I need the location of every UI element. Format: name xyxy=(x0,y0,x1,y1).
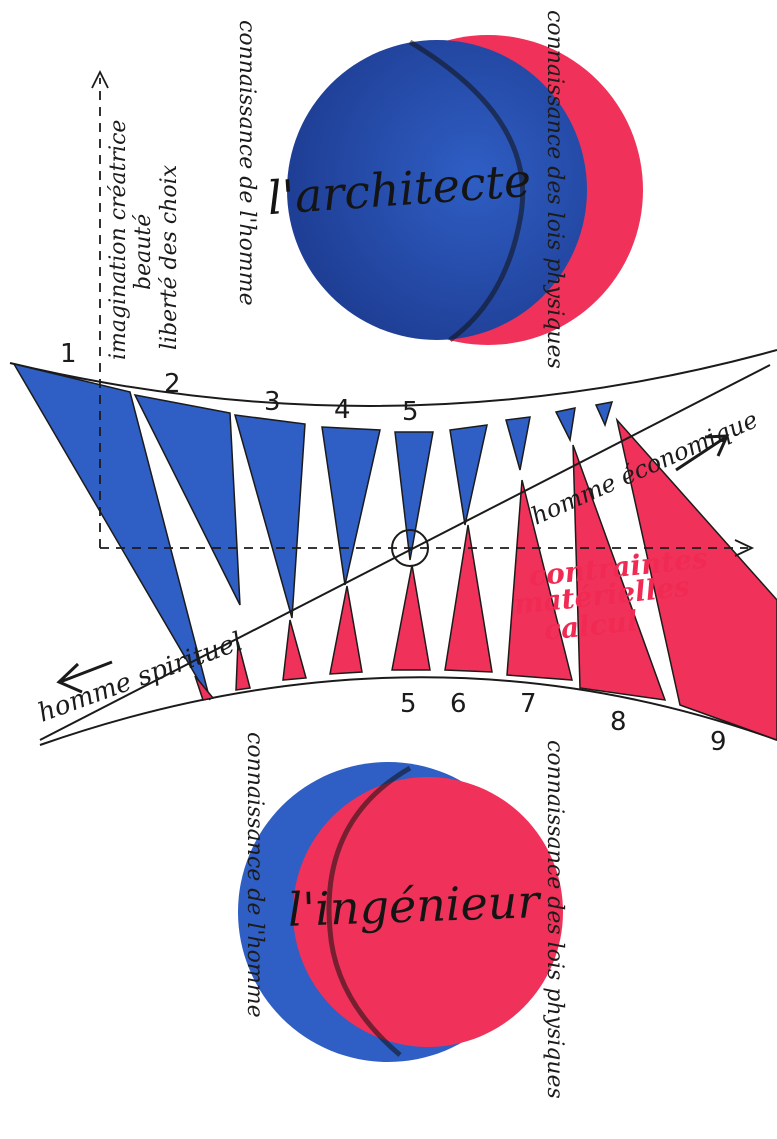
top-left-line-2: beauté xyxy=(131,214,156,290)
bottom-number-6: 6 xyxy=(450,689,467,719)
architect-left-label: connaissance de l'homme xyxy=(234,20,259,306)
top-number-4: 4 xyxy=(334,395,351,425)
blue-triangle-6 xyxy=(450,425,487,525)
top-number-5: 5 xyxy=(402,397,419,427)
engineer-right-label: connaissance des lois physiques xyxy=(542,740,567,1099)
red-triangle-5 xyxy=(392,565,430,670)
top-left-line-1: imagination créatrice xyxy=(106,120,131,360)
blue-triangle-7 xyxy=(506,417,530,470)
bottom-number-8: 8 xyxy=(610,707,627,737)
top-number-2: 2 xyxy=(164,369,181,399)
red-triangle-3 xyxy=(283,620,306,680)
bottom-number-5: 5 xyxy=(400,689,417,719)
blue-triangle-9 xyxy=(596,402,612,425)
engineer-left-label: connaissance de l'homme xyxy=(242,732,267,1018)
architect-globe: l'architecte xyxy=(266,35,643,345)
architect-right-label: connaissance des lois physiques xyxy=(542,10,567,369)
engineer-title: l'ingénieur xyxy=(287,874,543,937)
top-left-line-3: liberté des choix xyxy=(157,164,182,350)
engineer-globe: l'ingénieur xyxy=(238,762,563,1062)
bottom-number-9: 9 xyxy=(710,727,727,757)
blue-triangle-4 xyxy=(322,427,380,585)
blue-triangle-8 xyxy=(556,408,575,440)
bottom-number-7: 7 xyxy=(520,689,537,719)
red-triangle-4 xyxy=(330,586,362,674)
red-triangle-6 xyxy=(445,525,492,672)
blue-triangle-3 xyxy=(235,415,305,618)
top-number-3: 3 xyxy=(264,387,281,417)
top-number-1: 1 xyxy=(60,339,77,369)
